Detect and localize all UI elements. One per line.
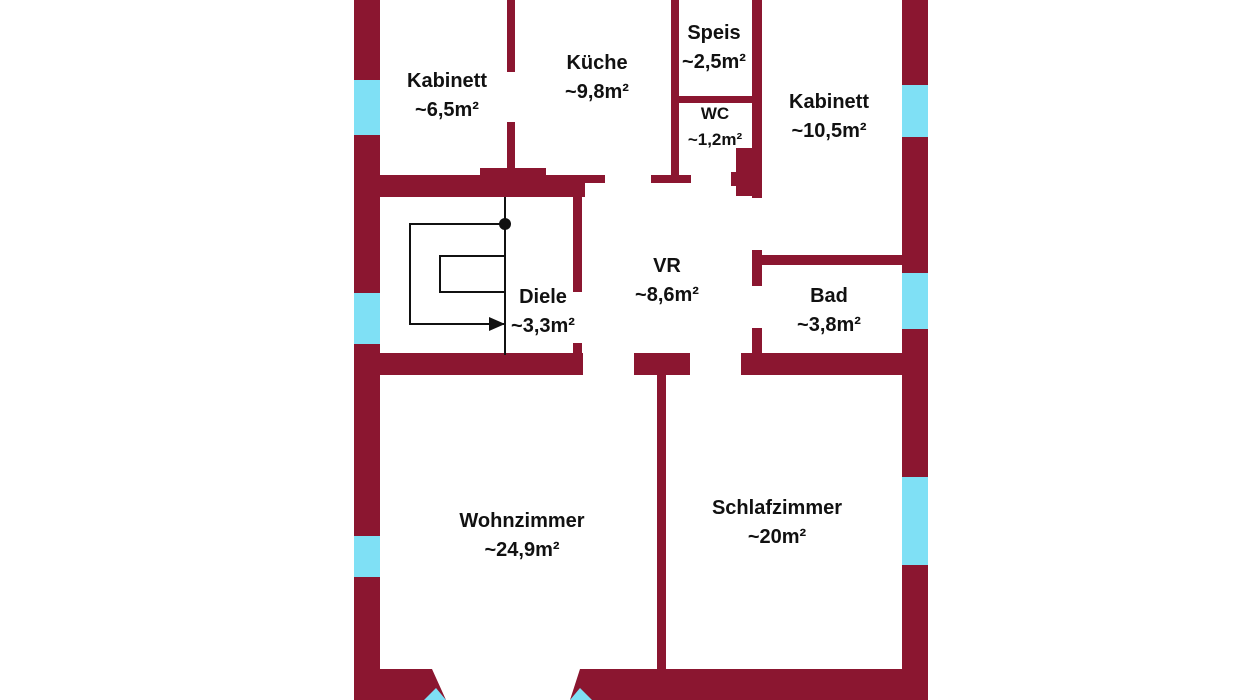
wall-wc-kabinett [752, 0, 762, 198]
wall-wc-pillar-notch [731, 172, 739, 186]
room-area: ~10,5m² [791, 120, 866, 142]
room-area: ~3,3m² [511, 315, 575, 337]
wall-bad-left-upper [752, 250, 762, 286]
window-kabinett-right [902, 85, 928, 137]
stair-start-dot [499, 218, 511, 230]
wall-wc-pillar [736, 148, 754, 196]
outer-wall-bottom-left [354, 669, 420, 700]
svg-text:Speis: Speis [687, 22, 740, 44]
wall-diele-right-upper [573, 196, 582, 292]
wall-speis-wc [679, 96, 753, 103]
room-name: VR [653, 255, 681, 277]
room-area: ~6,5m² [415, 99, 479, 121]
svg-text:Wohnzimmer: Wohnzimmer [459, 510, 584, 532]
svg-text:~8,6m²: ~8,6m² [635, 284, 699, 306]
wall-wohn-schlaf [657, 375, 666, 670]
room-name: Kabinett [407, 70, 487, 92]
svg-text:~24,9m²: ~24,9m² [484, 539, 559, 561]
window-bad [902, 273, 928, 329]
room-area: ~9,8m² [565, 81, 629, 103]
svg-text:~3,8m²: ~3,8m² [797, 314, 861, 336]
svg-text:~10,5m²: ~10,5m² [791, 120, 866, 142]
room-speis: Speis ~2,5m² [682, 22, 746, 73]
wall-kabinett-kueche-lower [507, 122, 515, 177]
room-area: ~2,5m² [682, 51, 746, 73]
wall-top-rooms-bottom-mid [585, 175, 605, 183]
wall-bad-left-lower [752, 328, 762, 358]
window-bay-right [570, 688, 592, 700]
room-name: Diele [519, 286, 567, 308]
svg-text:~6,5m²: ~6,5m² [415, 99, 479, 121]
wall-kueche-speis [671, 0, 679, 183]
window-kabinett-left [354, 80, 380, 135]
room-name: Wohnzimmer [459, 510, 584, 532]
room-area: ~3,8m² [797, 314, 861, 336]
svg-text:~2,5m²: ~2,5m² [682, 51, 746, 73]
stair-outer [409, 223, 505, 325]
room-kabinett-right: Kabinett ~10,5m² [789, 91, 869, 142]
stair-inner [439, 255, 505, 293]
room-area: ~24,9m² [484, 539, 559, 561]
room-area: ~8,6m² [635, 284, 699, 306]
room-bad: Bad ~3,8m² [797, 285, 861, 336]
outer-wall-bottom-right [592, 669, 928, 700]
wall-bad-top [752, 255, 902, 265]
room-schlafzimmer: Schlafzimmer ~20m² [712, 497, 842, 548]
svg-text:~20m²: ~20m² [748, 526, 807, 548]
wall-diele-bottom [380, 353, 583, 375]
svg-text:WC: WC [701, 104, 729, 123]
room-wc: WC ~1,2m² [688, 104, 743, 149]
room-kueche: Küche ~9,8m² [565, 52, 629, 103]
wall-bad-bottom [741, 353, 902, 375]
window-bay-left [424, 688, 446, 700]
svg-text:Kabinett: Kabinett [407, 70, 487, 92]
room-name: Speis [687, 22, 740, 44]
room-area: ~20m² [748, 526, 807, 548]
room-name: WC [701, 104, 729, 123]
room-vr: VR ~8,6m² [635, 255, 699, 306]
windows [354, 80, 928, 700]
room-labels: Kabinett ~6,5m² Küche ~9,8m² Speis ~2,5m… [407, 22, 869, 561]
window-schlafzimmer [902, 477, 928, 565]
svg-text:Bad: Bad [810, 285, 848, 307]
svg-text:Kabinett: Kabinett [789, 91, 869, 113]
room-wohnzimmer: Wohnzimmer ~24,9m² [459, 510, 584, 561]
svg-text:~3,3m²: ~3,3m² [511, 315, 575, 337]
wall-vr-bottom-mid [634, 353, 690, 375]
wall-top-rooms-bottom [380, 175, 585, 197]
svg-text:~1,2m²: ~1,2m² [688, 130, 743, 149]
svg-text:Diele: Diele [519, 286, 567, 308]
svg-text:Küche: Küche [566, 52, 627, 74]
room-kabinett-left: Kabinett ~6,5m² [407, 70, 487, 121]
wall-kabinett-kueche-upper [507, 0, 515, 72]
room-area: ~1,2m² [688, 130, 743, 149]
room-name: Bad [810, 285, 848, 307]
svg-text:~9,8m²: ~9,8m² [565, 81, 629, 103]
stair-arrow-head [489, 317, 505, 331]
room-name: Kabinett [789, 91, 869, 113]
window-diele [354, 293, 380, 344]
svg-text:Schlafzimmer: Schlafzimmer [712, 497, 842, 519]
room-name: Küche [566, 52, 627, 74]
window-wohnzimmer [354, 536, 380, 577]
staircase-arrow-icon [409, 197, 511, 355]
room-name: Schlafzimmer [712, 497, 842, 519]
room-diele: Diele ~3,3m² [511, 286, 575, 337]
svg-text:VR: VR [653, 255, 681, 277]
